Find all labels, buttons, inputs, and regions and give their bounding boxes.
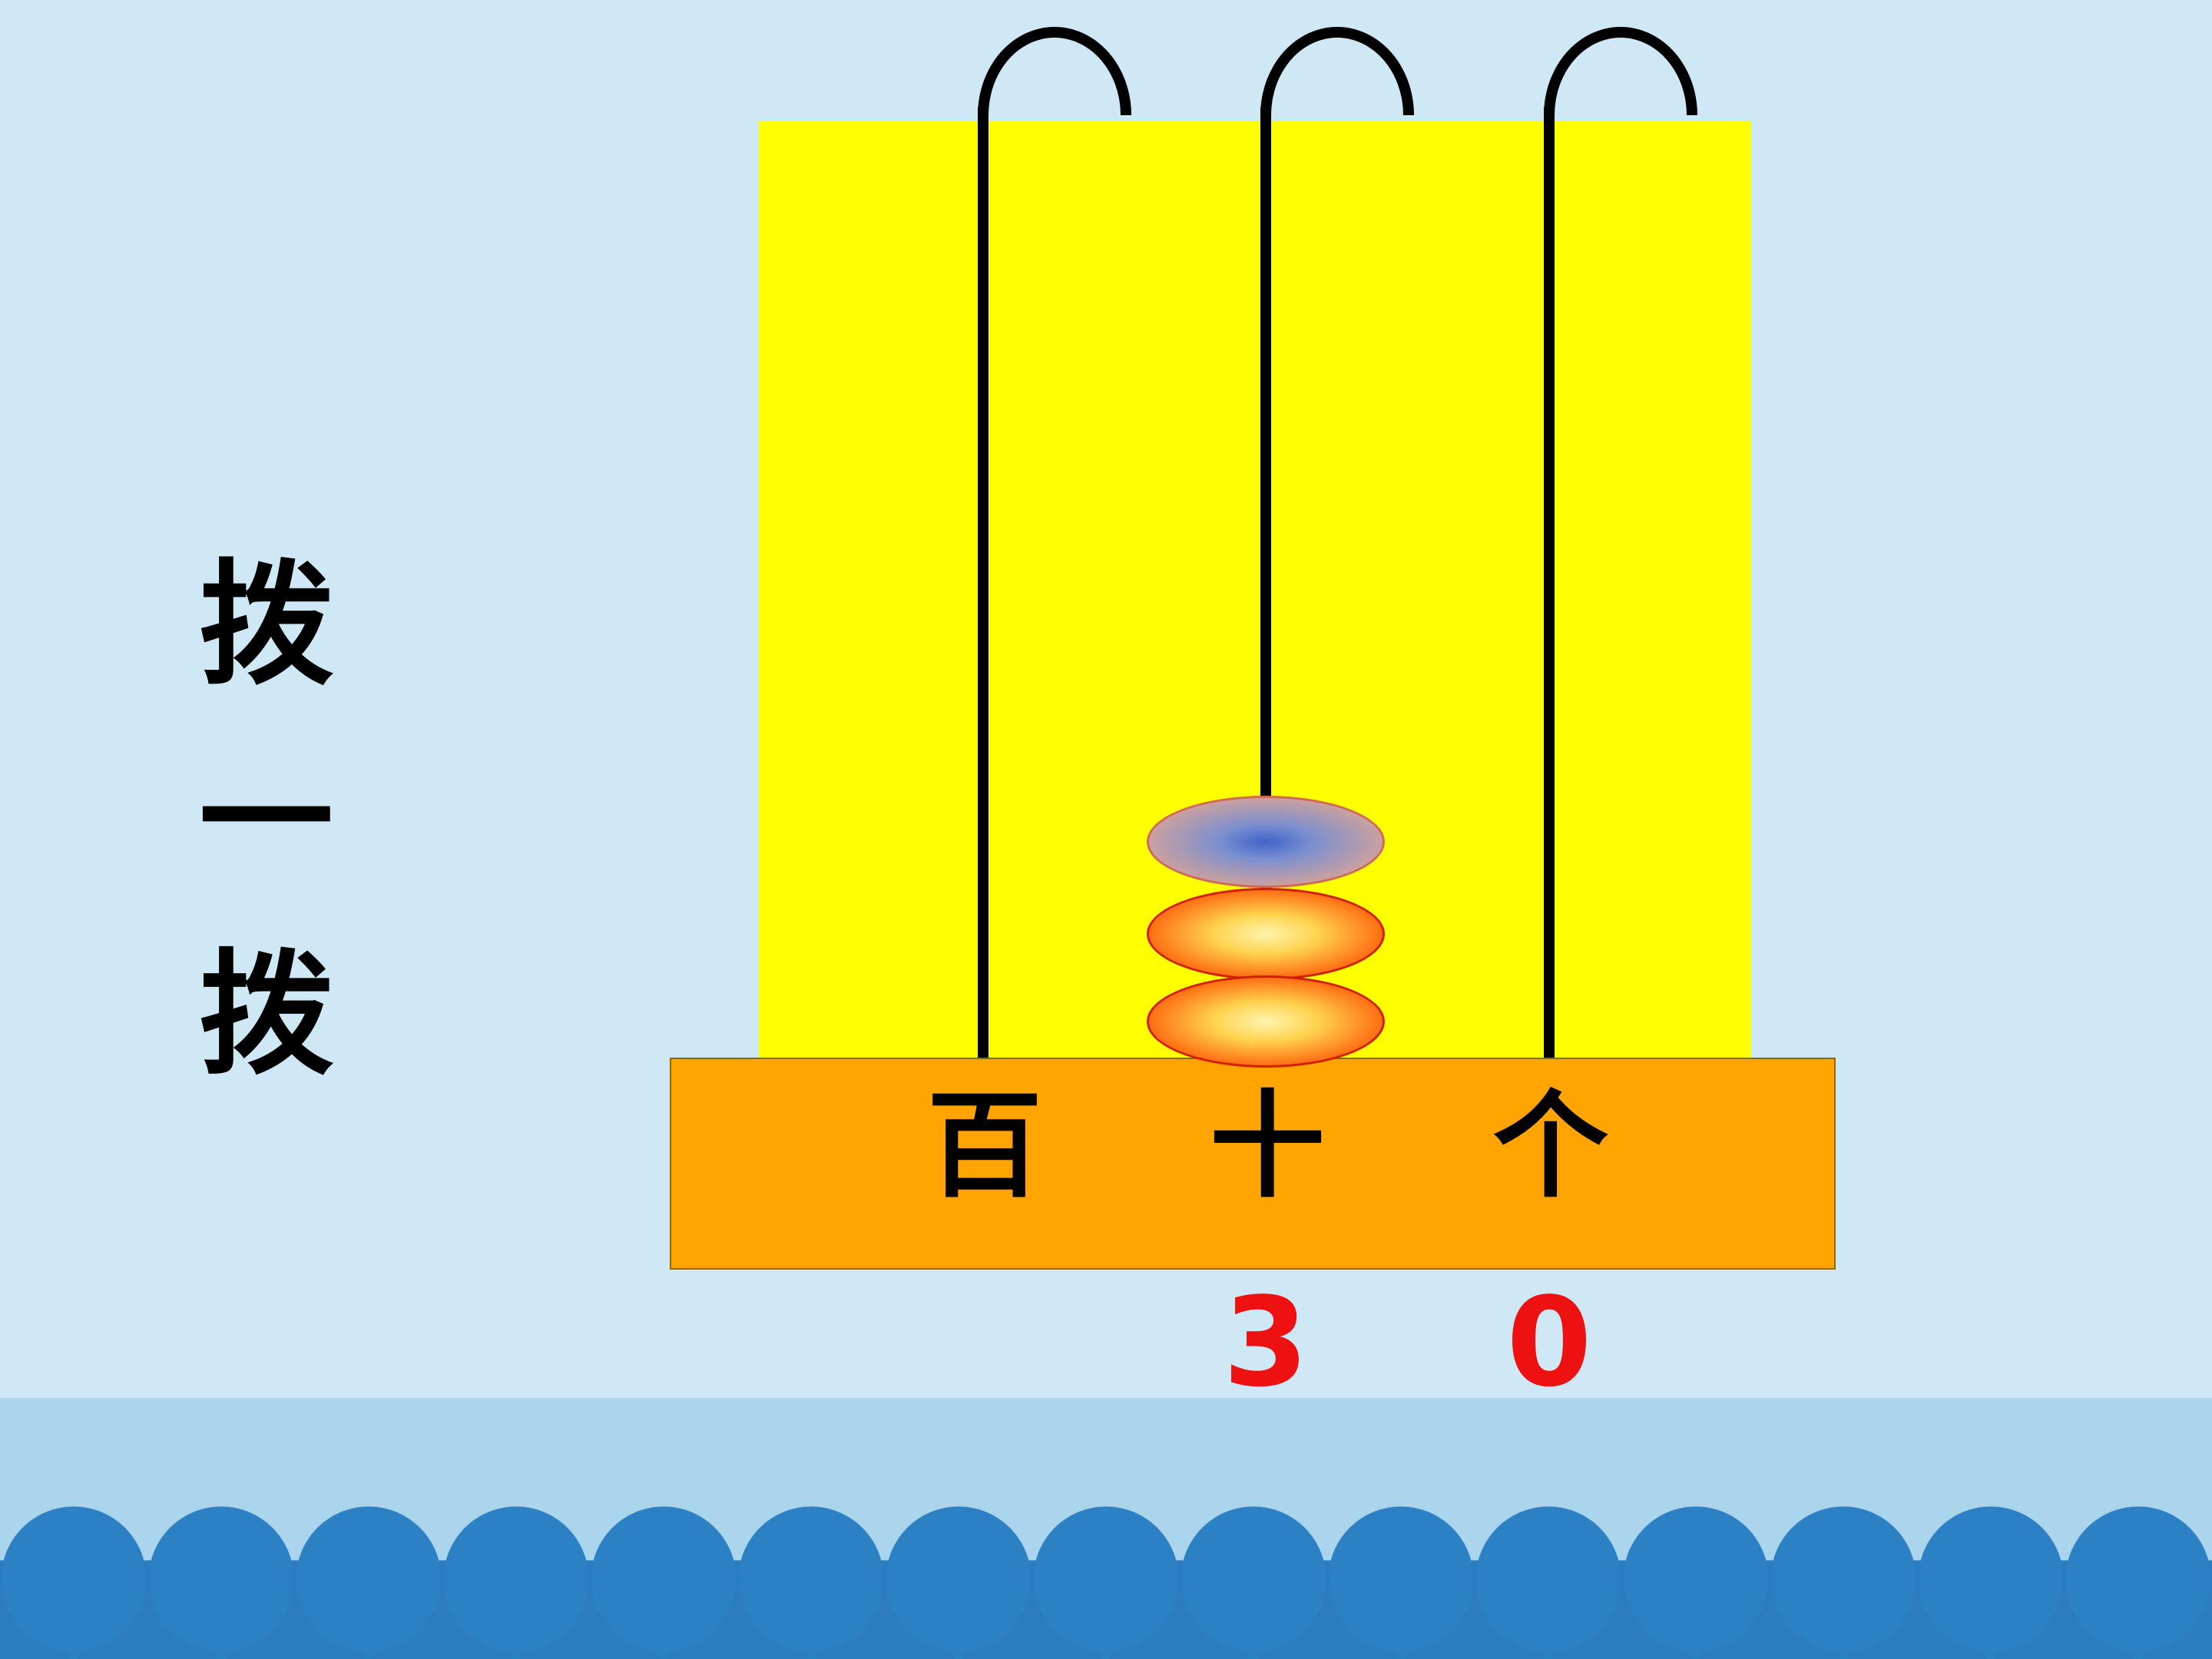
place-label-tens: 十	[1209, 1084, 1325, 1211]
place-label-hundreds: 百	[926, 1084, 1042, 1211]
digit-tens: 3	[1223, 1270, 1309, 1414]
bead-stack-tens	[1147, 796, 1385, 1068]
rod-hook-ones	[1544, 27, 1697, 115]
abacus-base: 百 十 个	[670, 1058, 1836, 1270]
place-label-ones: 个	[1492, 1084, 1608, 1211]
digit-ones: 0	[1506, 1270, 1592, 1414]
rod-hundreds	[978, 108, 988, 1068]
waves-decoration	[0, 1505, 2212, 1659]
caption-vertical-text: 拨一拨	[179, 553, 328, 1138]
bead-orange	[1147, 975, 1385, 1068]
bead-orange	[1147, 888, 1385, 980]
rod-hook-tens	[1260, 27, 1414, 115]
rod-hook-hundreds	[978, 27, 1131, 115]
rod-ones	[1544, 108, 1555, 1068]
bead-blue	[1147, 796, 1385, 888]
